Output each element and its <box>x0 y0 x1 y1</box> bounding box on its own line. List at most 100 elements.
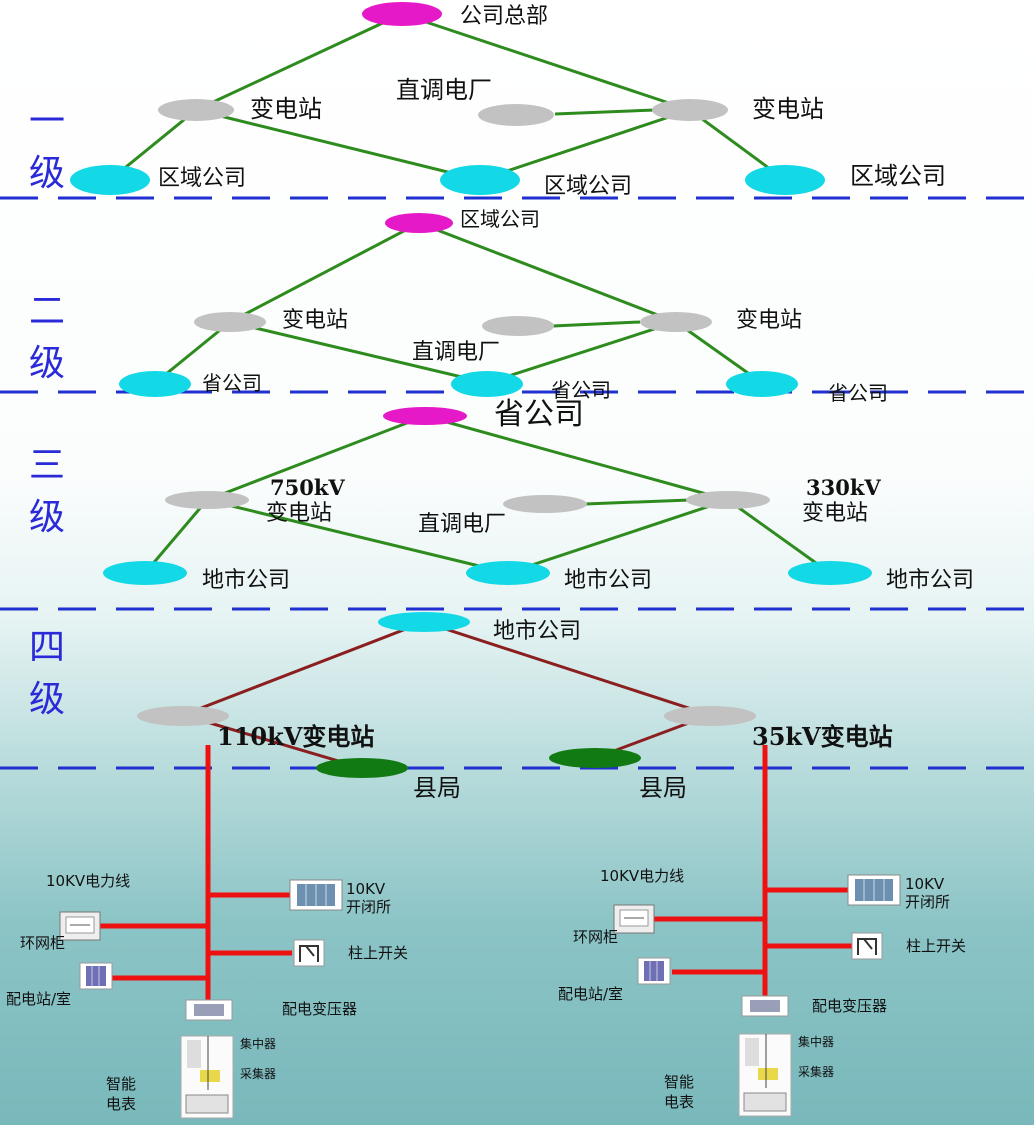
substation-label: 变电站 <box>752 95 824 123</box>
link <box>182 713 363 770</box>
smart-meter-cabinet-icon <box>180 1035 234 1119</box>
pole-switch-label: 柱上开关 <box>348 944 409 962</box>
switch-station-label: 10KV <box>905 875 945 893</box>
switch-station-label: 10KV <box>346 880 386 898</box>
provincial-company-label: 省公司 <box>828 381 888 405</box>
level-marker-char: 级 <box>28 497 65 538</box>
regional-company-label: 区域公司 <box>544 174 633 199</box>
link <box>486 320 677 385</box>
substation-label: 变电站 <box>250 95 322 123</box>
link <box>195 108 481 182</box>
power-plant-label: 直调电厂 <box>396 76 492 104</box>
level-marker-char: 级 <box>28 679 65 720</box>
regional-company-node <box>70 165 150 195</box>
switch-station-label: 开闭所 <box>905 893 951 911</box>
collector-label: 采集器 <box>798 1065 835 1079</box>
level-3-marker: 三级 <box>22 440 72 544</box>
substation-label: 变电站 <box>282 308 349 333</box>
regional-company-node <box>440 165 520 195</box>
power-plant-node <box>482 316 554 336</box>
provincial-company-top-node <box>383 407 467 425</box>
substation-750kv-node <box>165 491 249 509</box>
distribution-transformer-icon <box>741 995 789 1017</box>
devices-right <box>613 874 901 1117</box>
ring-main-unit-label: 环网柜 <box>20 934 66 952</box>
voltage-label: 330kV <box>806 475 881 500</box>
headquarters-node <box>362 2 442 26</box>
feeder-line-label: 10KV电力线 <box>600 867 685 885</box>
substation-node <box>652 99 728 121</box>
substation-label: 变电站 <box>266 501 333 526</box>
link <box>229 320 488 385</box>
voltage-label: 750kV <box>270 475 345 500</box>
transformer-label: 配电变压器 <box>812 997 888 1015</box>
level1-links <box>109 12 786 182</box>
link <box>584 498 691 506</box>
transformer-label: 配电变压器 <box>282 1000 358 1018</box>
smart-meter-label: 智能 <box>106 1075 137 1093</box>
switch-station-icon <box>847 874 901 906</box>
collector-label: 采集器 <box>240 1067 277 1081</box>
city-company-label: 地市公司 <box>886 568 975 593</box>
power-plant-label: 直调电厂 <box>418 512 507 537</box>
city-company-node <box>788 561 872 585</box>
smart-meter-label: 电表 <box>664 1093 695 1111</box>
level1-nodes <box>70 2 825 195</box>
city-company-node <box>103 561 187 585</box>
link <box>727 498 831 575</box>
substation-35kv-label: 35kV变电站 <box>752 722 893 751</box>
level-marker-char: 二 <box>28 291 65 332</box>
substation-330kv-node <box>686 491 770 509</box>
distribution-room-label: 配电站/室 <box>558 985 624 1003</box>
link <box>479 108 691 182</box>
county-bureau-node <box>316 758 408 778</box>
city-company-top-node <box>378 612 470 632</box>
city-company-label: 地市公司 <box>202 568 291 593</box>
feeder-line-label: 10KV电力线 <box>46 872 131 890</box>
distribution-room-icon <box>637 957 671 985</box>
substation-node <box>194 312 266 332</box>
link <box>554 108 656 116</box>
regional-company-node <box>745 165 825 195</box>
county-bureau-label: 县局 <box>639 774 687 802</box>
power-plant-label: 直调电厂 <box>412 340 501 365</box>
link <box>401 12 691 112</box>
level-marker-char: 三 <box>28 445 65 486</box>
provincial-company-label: 省公司 <box>551 378 611 402</box>
pole-switch-icon <box>851 932 883 960</box>
provincial-company-label: 省公司 <box>202 371 262 395</box>
level2-nodes <box>119 213 798 397</box>
level-2-marker: 二级 <box>22 286 72 390</box>
link <box>206 414 426 502</box>
concentrator-label: 集中器 <box>798 1035 835 1049</box>
headquarters-label: 公司总部 <box>460 4 549 29</box>
substation-110kv-node <box>137 706 229 726</box>
ring-main-unit-icon <box>613 904 655 934</box>
feeder-right <box>650 745 852 1008</box>
link <box>229 221 420 324</box>
regional-company-top-node <box>385 213 453 233</box>
level-marker-char: 级 <box>28 343 65 384</box>
link <box>182 620 425 717</box>
pole-switch-icon <box>293 939 325 967</box>
smart-meter-label: 电表 <box>106 1095 137 1113</box>
level-4-marker: 四级 <box>22 622 72 726</box>
pole-switch-label: 柱上开关 <box>906 937 967 955</box>
power-plant-node <box>503 495 587 513</box>
smart-meter-label: 智能 <box>664 1073 695 1091</box>
substation-node <box>640 312 712 332</box>
link <box>143 499 209 574</box>
substation-label: 变电站 <box>802 501 869 526</box>
regional-company-label: 区域公司 <box>850 162 946 190</box>
provincial-company-node <box>119 371 191 397</box>
county-bureau-node <box>549 748 641 768</box>
switch-station-label: 开闭所 <box>346 898 392 916</box>
city-company-node <box>466 561 550 585</box>
level3-links <box>143 414 831 575</box>
devices-left <box>59 879 343 1119</box>
concentrator-label: 集中器 <box>240 1037 277 1051</box>
regional-company-top-label: 区域公司 <box>460 207 540 231</box>
ring-main-unit-icon <box>59 911 101 941</box>
level3-nodes <box>103 407 872 585</box>
